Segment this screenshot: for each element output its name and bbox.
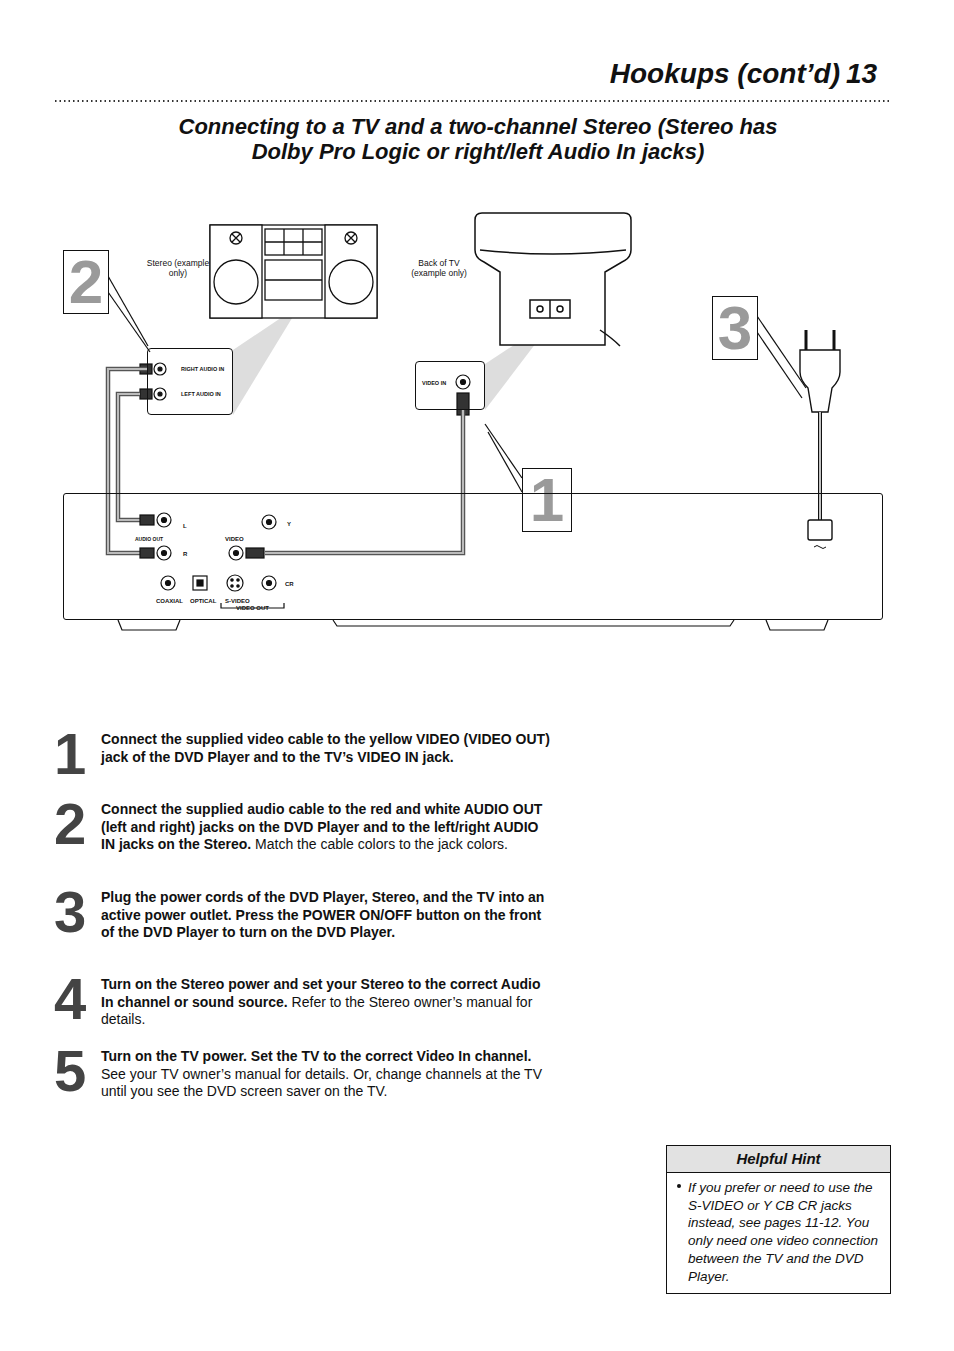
jack-label: OPTICAL xyxy=(190,598,216,604)
hint-box: Helpful HintIf you prefer or need to use… xyxy=(666,1145,891,1294)
audio-cable xyxy=(108,369,147,493)
player-rear-panel: L AUDIO OUT R VIDEO Y CR COAXIAL OPTICAL S-VIDEO… xyxy=(63,493,883,620)
jack-label: R xyxy=(183,551,187,557)
jack-label: VIDEO OUT xyxy=(236,605,269,611)
bullet xyxy=(677,1184,681,1188)
step-note: See your TV owner’s manual for details. … xyxy=(101,1066,542,1100)
dvd-jacks xyxy=(140,513,284,608)
tv-drawing xyxy=(475,213,631,346)
step-text: Plug the power cords of the DVD Player, … xyxy=(101,889,553,942)
step-number: 3 xyxy=(54,883,84,941)
stereo-drawing xyxy=(210,225,377,318)
player-feet xyxy=(118,620,828,630)
callout-number: 1 xyxy=(530,469,564,531)
video-plug xyxy=(456,375,470,415)
jack-label: RIGHT AUDIO IN xyxy=(181,366,224,372)
jack-label: VIDEO IN xyxy=(422,380,446,386)
callout-number: 3 xyxy=(718,297,752,359)
dotted-rule xyxy=(55,100,892,102)
cable-stroke xyxy=(462,410,464,493)
callout-box: 2 xyxy=(63,250,109,314)
page-number: 13 xyxy=(846,58,877,90)
jack-label: VIDEO xyxy=(225,536,244,542)
jack-label: S-VIDEO xyxy=(225,598,250,604)
step-instruction: Turn on the TV power. Set the TV to the … xyxy=(101,1048,531,1064)
step-instruction: Connect the supplied video cable to the … xyxy=(101,731,550,765)
cable-stroke xyxy=(108,369,147,493)
step-number: 4 xyxy=(54,970,84,1028)
step-number: 1 xyxy=(54,725,84,783)
page-subtitle: Connecting to a TV and a two-channel Ste… xyxy=(150,114,806,164)
jack-label: L xyxy=(183,523,187,529)
jack-label: CR xyxy=(285,581,294,587)
step-text: Turn on the Stereo power and set your St… xyxy=(101,976,553,1029)
callout-box: 3 xyxy=(712,296,758,360)
step-instruction: Plug the power cords of the DVD Player, … xyxy=(101,889,544,940)
leader-line xyxy=(108,276,806,492)
step-number: 2 xyxy=(54,795,84,853)
hint-text: If you prefer or need to use the S-VIDEO… xyxy=(667,1173,890,1293)
jack-panel: VIDEO IN xyxy=(415,361,485,410)
jack-label: Y xyxy=(287,521,291,527)
power-plug xyxy=(800,330,840,549)
cable-stroke xyxy=(108,369,147,493)
zoom-wedge xyxy=(233,305,300,415)
example-label: Stereo (example only) xyxy=(140,258,216,278)
jack-panel: RIGHT AUDIO IN LEFT AUDIO IN xyxy=(147,348,233,415)
hint-heading: Helpful Hint xyxy=(667,1146,890,1173)
jack-label: AUDIO OUT xyxy=(135,536,163,542)
video-cable xyxy=(463,410,464,493)
jack-label: LEFT AUDIO IN xyxy=(181,391,221,397)
step-text: Turn on the TV power. Set the TV to the … xyxy=(101,1048,553,1101)
callout-box: 1 xyxy=(522,468,572,532)
step-text: Connect the supplied video cable to the … xyxy=(101,731,553,766)
page-header: Hookups (cont’d) xyxy=(590,58,840,90)
callout-number: 2 xyxy=(69,251,103,313)
jack-label: COAXIAL xyxy=(156,598,183,604)
step-text: Connect the supplied audio cable to the … xyxy=(101,801,553,854)
step-number: 5 xyxy=(54,1042,84,1100)
step-note: Match the cable colors to the jack color… xyxy=(255,836,508,852)
cable-stroke xyxy=(461,410,466,493)
example-label: Back of TV (example only) xyxy=(404,258,474,278)
cable xyxy=(108,394,463,553)
